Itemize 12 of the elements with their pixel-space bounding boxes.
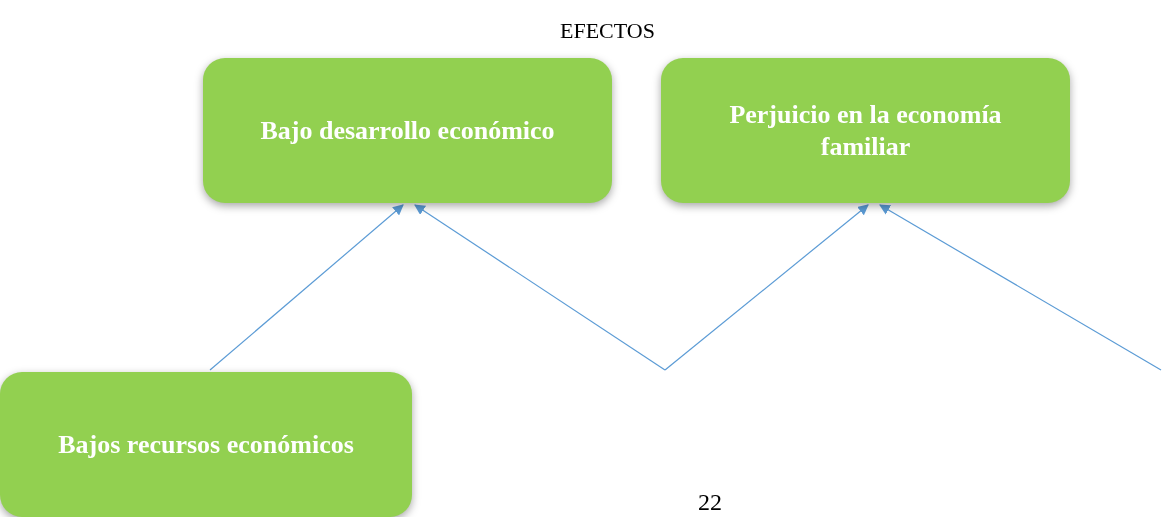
arrow (209, 204, 404, 371)
box-label: Bajo desarrollo económico (260, 114, 555, 147)
process-box (0, 372, 412, 517)
box-label: Bajos recursos económicos (58, 428, 354, 461)
arrow (414, 204, 666, 371)
process-box (203, 58, 612, 203)
box-label: Perjuicio en la economía familiar (728, 98, 1003, 163)
arrow (664, 204, 869, 371)
process-box (661, 58, 1070, 203)
arrow (879, 204, 1162, 371)
page-number: 22 (698, 488, 722, 517)
title: EFECTOS (560, 17, 655, 45)
